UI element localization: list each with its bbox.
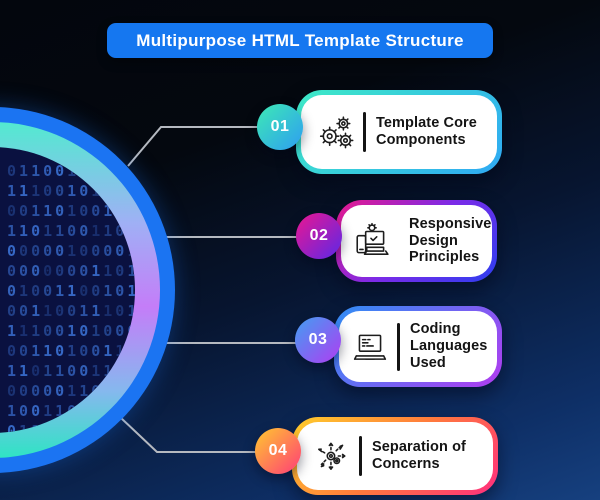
separation-icon (318, 442, 346, 470)
step-badge-04: 04 (255, 428, 301, 474)
circle-fill: 0110011101100111100101000010001101001011… (0, 147, 135, 433)
item-label: Coding Languages Used (410, 321, 488, 371)
step-number: 03 (308, 331, 328, 348)
binary-circle: 0110011101100111100101000010001101001011… (0, 107, 175, 473)
step-number: 02 (309, 227, 329, 244)
divider (363, 112, 366, 152)
step-number: 04 (268, 442, 288, 459)
gears-icon (319, 116, 354, 149)
step-badge-03: 03 (295, 317, 341, 363)
item-label: Responsive Design Principles (409, 215, 492, 266)
responsive-devices-icon (356, 222, 389, 255)
connector-line-4 (120, 417, 260, 453)
item-card-separation-of-concerns: Separation of Concerns (292, 417, 498, 495)
step-badge-02: 02 (296, 213, 342, 259)
item-card-responsive-design: Responsive Design Principles (336, 200, 497, 282)
item-label: Separation of Concerns (372, 439, 466, 472)
circle-gradient-ring: 0110011101100111100101000010001101001011… (0, 122, 160, 458)
binary-pattern: 0110011101100111100101000010001101001011… (7, 162, 135, 433)
page-title: Multipurpose HTML Template Structure (107, 23, 493, 58)
step-number: 01 (270, 118, 290, 135)
item-card-template-core: Template Core Components (296, 90, 502, 174)
connector-line-1 (127, 126, 262, 167)
divider (397, 322, 400, 371)
item-label: Template Core Components (376, 115, 477, 148)
item-card-coding-languages: Coding Languages Used (334, 306, 502, 387)
laptop-code-icon (353, 334, 387, 360)
divider (359, 436, 362, 476)
step-badge-01: 01 (257, 104, 303, 150)
